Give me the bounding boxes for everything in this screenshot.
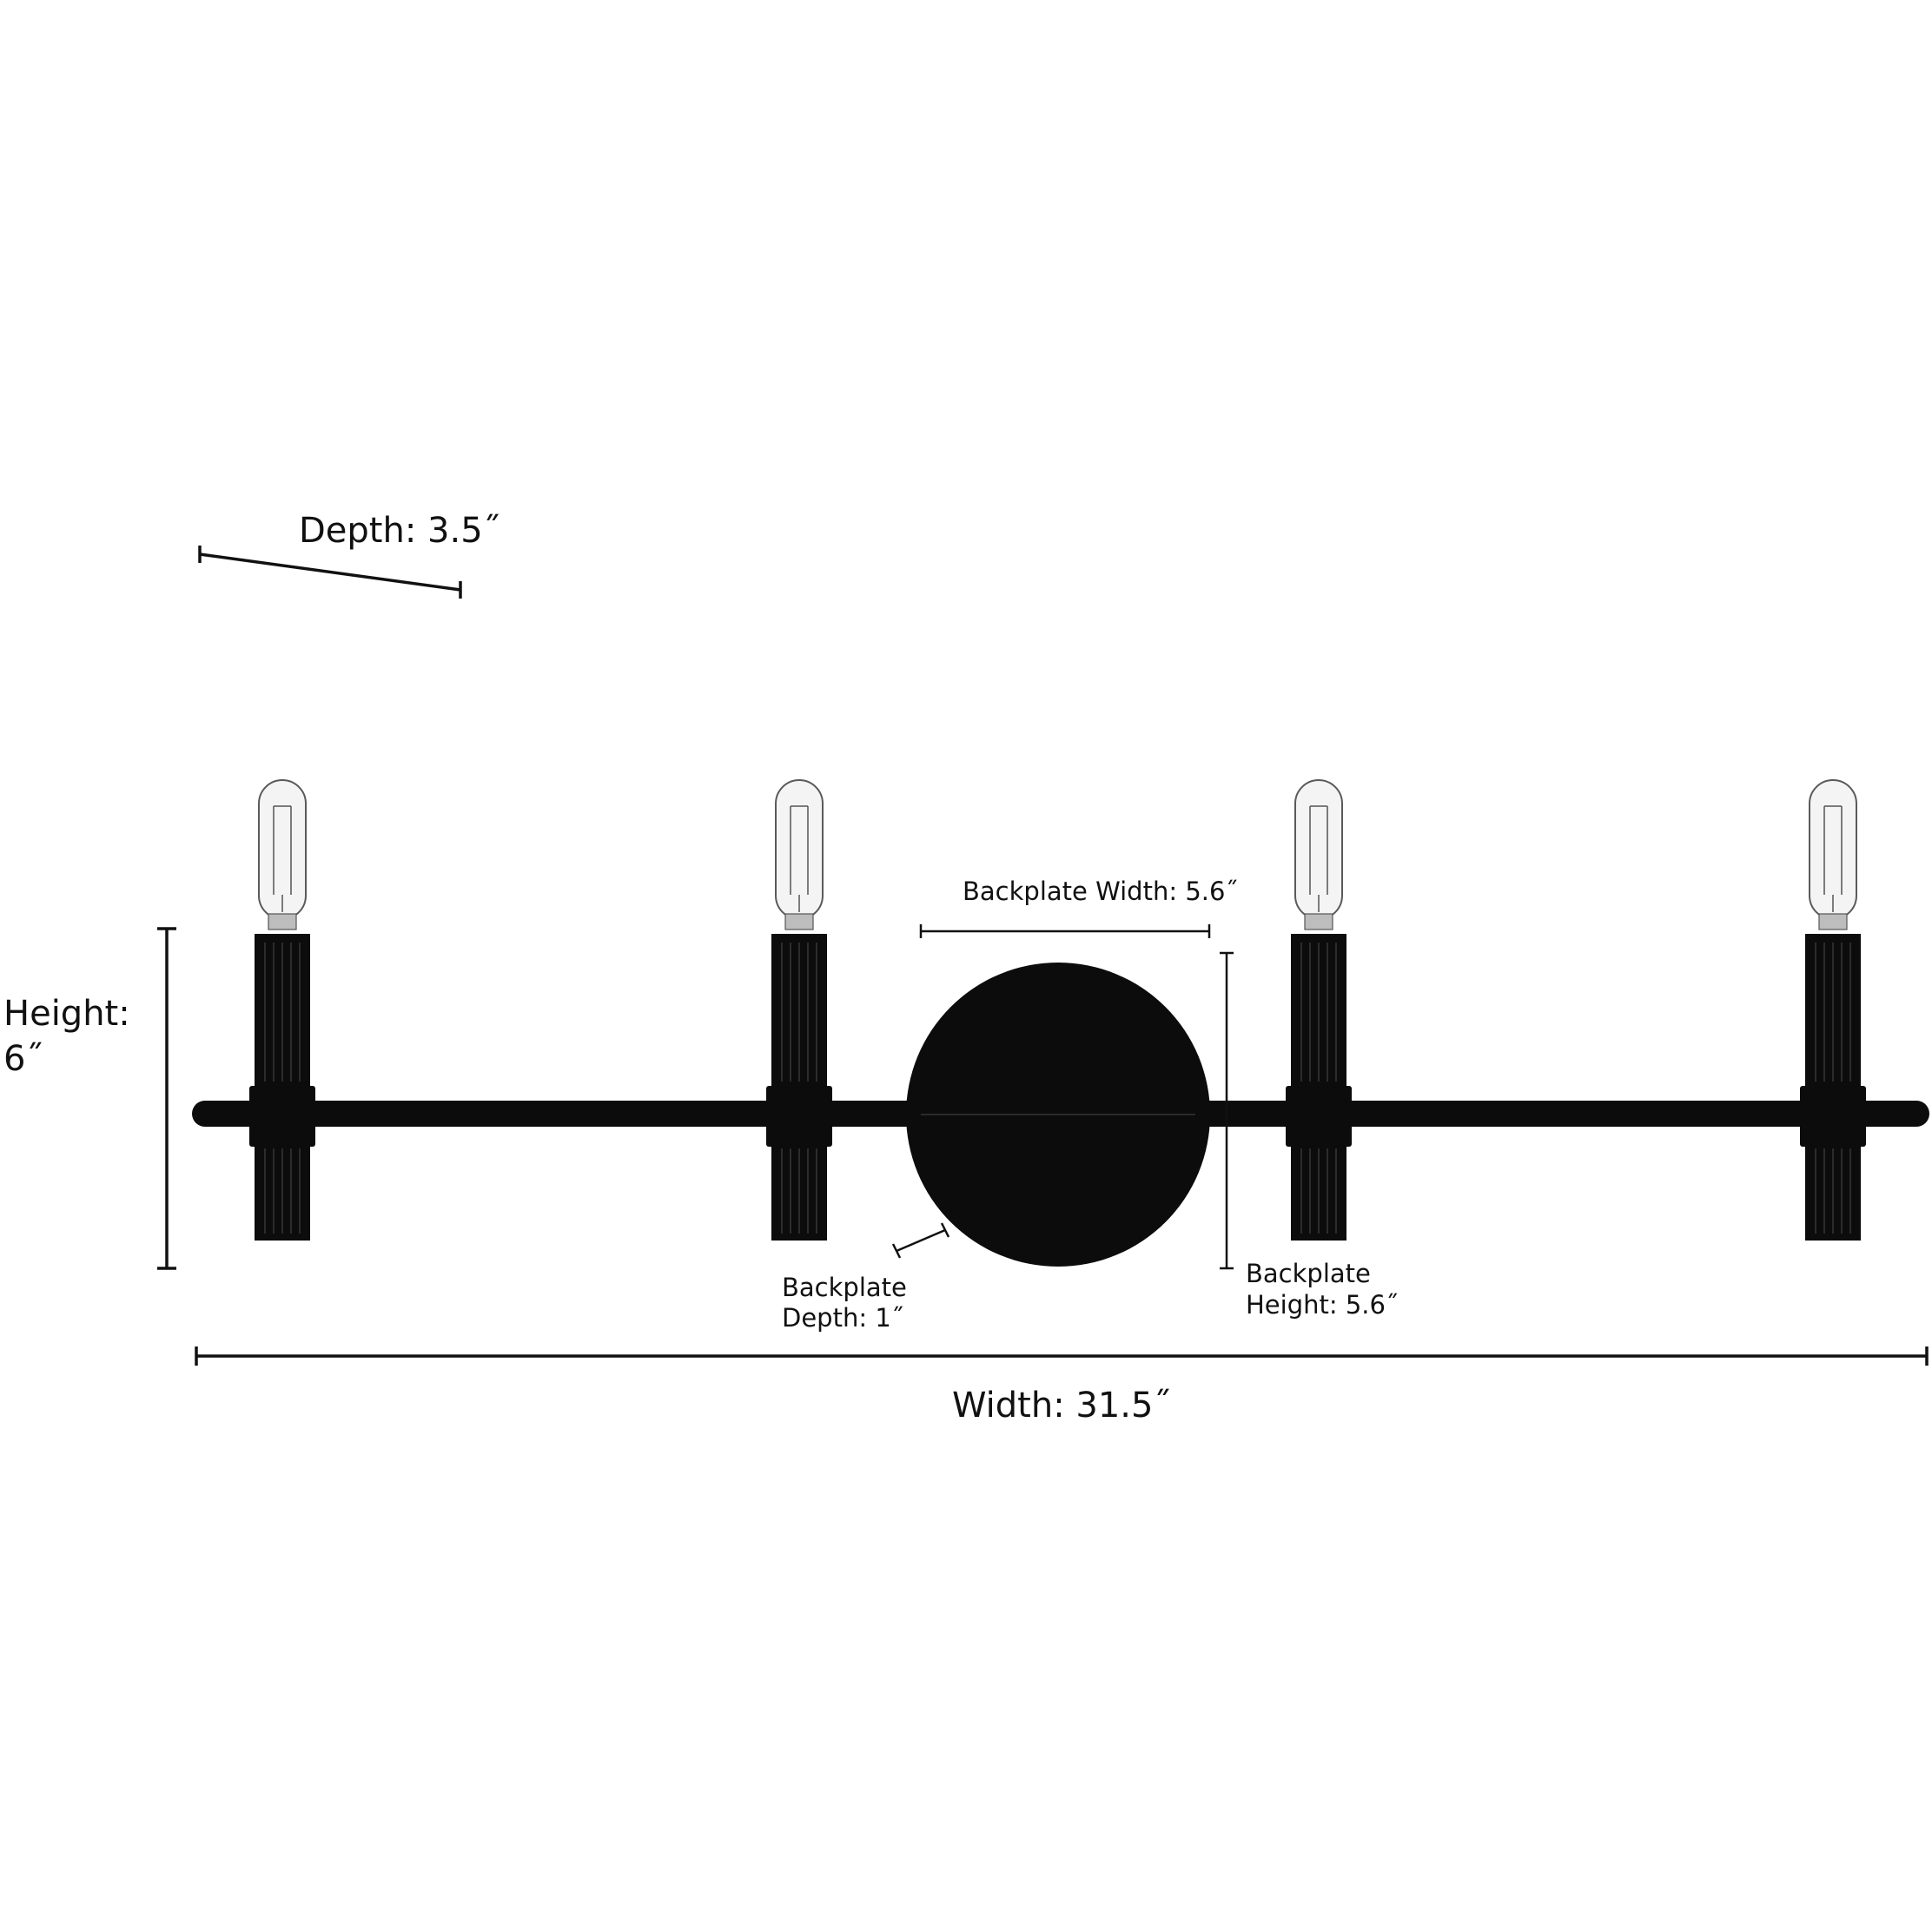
height-value: 6˝ bbox=[3, 1039, 43, 1079]
backplate-height-dimension: Backplate Height: 5.6˝ bbox=[1220, 951, 1398, 1320]
light-arm-3 bbox=[1286, 779, 1352, 1241]
backplate-height-value: Height: 5.6˝ bbox=[1246, 1290, 1398, 1320]
candle-sleeve-upper bbox=[255, 934, 310, 1090]
bulb bbox=[1809, 779, 1857, 930]
height-label: Height: bbox=[3, 994, 130, 1034]
light-arm-2 bbox=[766, 779, 832, 1241]
depth-dimension: Depth: 3.5˝ bbox=[198, 511, 500, 599]
candle-sleeve-lower bbox=[1805, 1145, 1861, 1241]
candle-sleeve-upper bbox=[1291, 934, 1346, 1090]
height-dimension: Height: 6˝ bbox=[3, 927, 176, 1270]
candle-sleeve-upper bbox=[1805, 934, 1861, 1090]
backplate-depth-tick-left bbox=[891, 1243, 902, 1259]
width-dimension: Width: 31.5˝ bbox=[195, 1346, 1929, 1426]
candle-sleeve-lower bbox=[1291, 1145, 1346, 1241]
bulb bbox=[258, 779, 307, 930]
backplate-width-dimension: Backplate Width: 5.6˝ bbox=[919, 877, 1238, 938]
backplate-depth-dimension: Backplate Depth: 1˝ bbox=[782, 1222, 950, 1333]
candle-sleeve-lower bbox=[771, 1145, 827, 1241]
depth-label: Depth: 3.5˝ bbox=[299, 511, 500, 551]
bulb bbox=[1294, 779, 1343, 930]
width-label: Width: 31.5˝ bbox=[952, 1386, 1170, 1426]
backplate-depth-label: Backplate bbox=[782, 1273, 907, 1302]
light-arm-4 bbox=[1800, 779, 1866, 1241]
backplate-depth-value: Depth: 1˝ bbox=[782, 1303, 903, 1333]
bulb bbox=[775, 779, 824, 930]
backplate-height-label: Backplate bbox=[1246, 1259, 1371, 1288]
arm-collar bbox=[766, 1086, 832, 1147]
light-arm-1 bbox=[249, 779, 315, 1241]
candle-sleeve-upper bbox=[771, 934, 827, 1090]
candle-sleeve-lower bbox=[255, 1145, 310, 1241]
light-fixture bbox=[192, 779, 1929, 1267]
backplate-depth-line bbox=[896, 1228, 946, 1253]
backplate-width-label: Backplate Width: 5.6˝ bbox=[963, 877, 1238, 906]
arm-collar bbox=[1800, 1086, 1866, 1147]
backplate-depth-tick-right bbox=[940, 1222, 950, 1238]
depth-line bbox=[199, 552, 461, 592]
arm-collar bbox=[1286, 1086, 1352, 1147]
arm-collar bbox=[249, 1086, 315, 1147]
